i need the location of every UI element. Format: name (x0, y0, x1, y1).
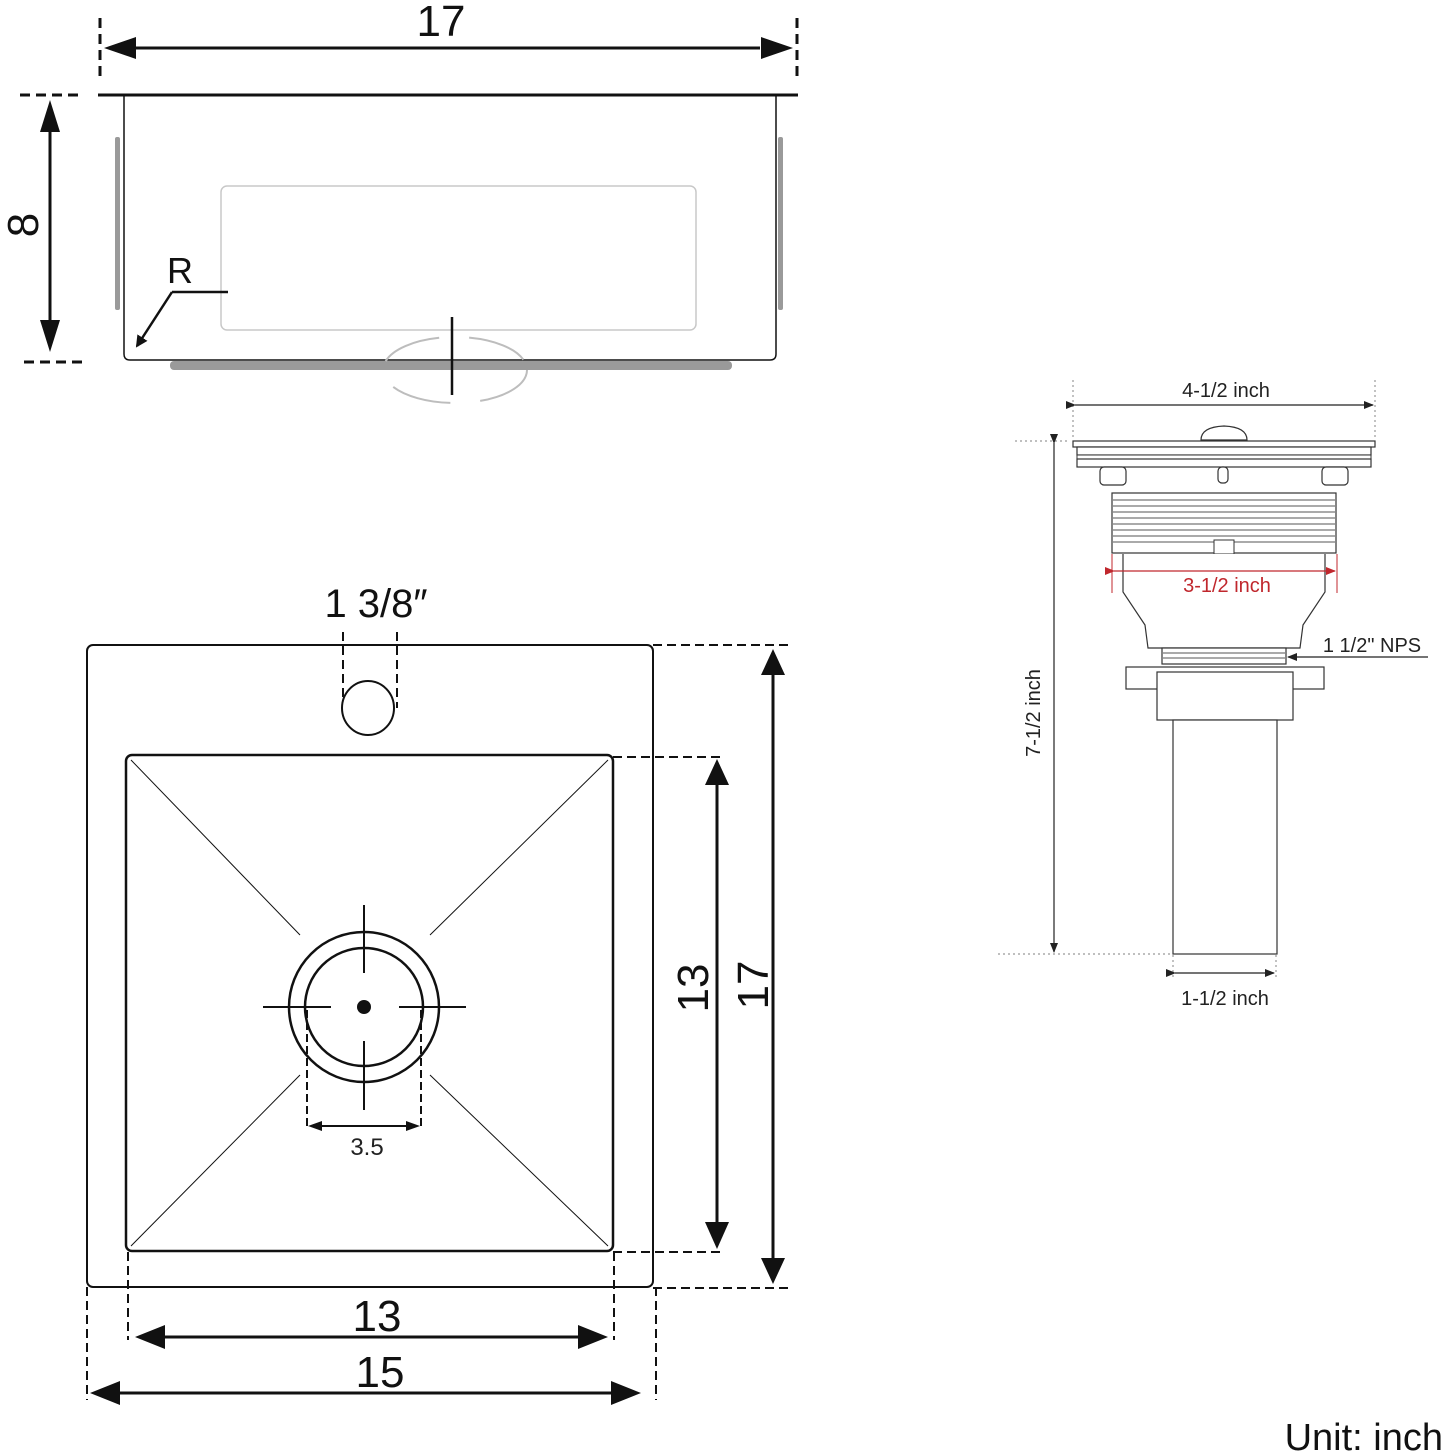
side-height-label: 8 (0, 213, 48, 237)
thread-label: 1 1/2" NPS (1323, 635, 1421, 657)
bowl-width-label: 13 (353, 1292, 402, 1341)
overall-length-label: 17 (729, 961, 778, 1010)
bowl-length-label: 13 (669, 964, 718, 1013)
unit-label: Unit: inch (1285, 1417, 1443, 1455)
total-height-label: 7-1/2 inch (1023, 669, 1045, 757)
top-view: 1 3/8″ 3.5 13 15 (86, 582, 790, 1405)
body-width-label: 3-1/2 inch (1183, 575, 1271, 597)
drain-assembly: 4-1/2 inch 3-1/2 inch (998, 380, 1428, 1010)
faucet-hole-label: 1 3/8″ (324, 582, 427, 626)
side-width-label: 17 (417, 0, 466, 46)
radius-label: R (167, 250, 193, 291)
overall-width-label: 15 (356, 1348, 405, 1397)
drain-diameter-label: 3.5 (350, 1134, 383, 1161)
flange-width-label: 4-1/2 inch (1182, 380, 1270, 402)
side-view: 17 8 R (0, 0, 799, 404)
tailpiece-width-label: 1-1/2 inch (1181, 988, 1269, 1010)
